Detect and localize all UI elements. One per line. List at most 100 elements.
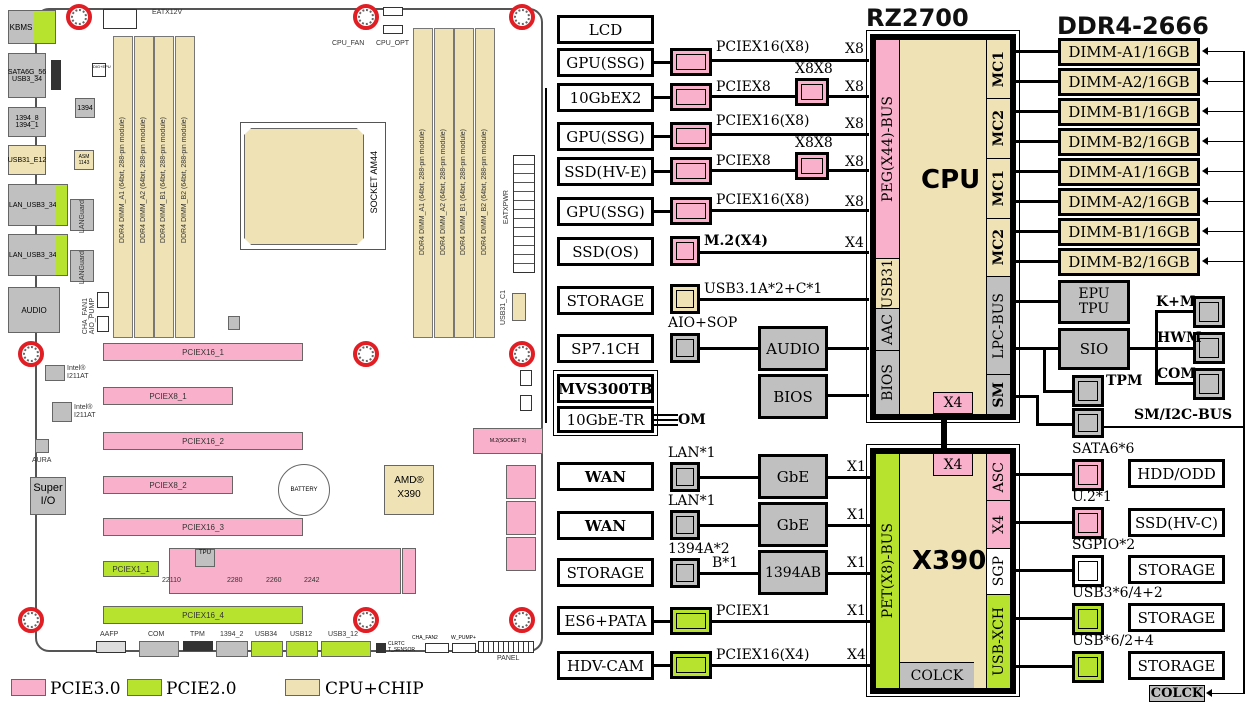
chipset-asc: ASC xyxy=(986,454,1010,500)
lan-guard-chip: LANGuard xyxy=(70,250,94,284)
w-pump-label: W_PUMP+ xyxy=(451,635,476,641)
link-line xyxy=(1016,521,1073,524)
chipset-pet-bus: PET(X8)-BUS xyxy=(876,454,900,688)
link-line xyxy=(700,298,869,301)
device-storage: STORAGE xyxy=(1128,603,1225,632)
port-label: PCIEX16(X4) xyxy=(716,647,810,663)
chipset-clock: COLCK xyxy=(900,662,974,688)
link-line xyxy=(654,620,670,623)
lane-label: X4 xyxy=(847,647,866,663)
link-line xyxy=(712,133,869,136)
cpu-opt-label: CPU_OPT xyxy=(376,40,410,47)
cpu-mc1: MC1 xyxy=(986,40,1010,98)
mount-hole-icon xyxy=(353,341,379,367)
tb-group xyxy=(553,370,658,436)
usb3-port-icon xyxy=(1072,603,1104,635)
sata-port xyxy=(506,465,536,499)
gbe-controller: GbE xyxy=(758,502,828,547)
legend-label-cpu-chip: CPU+CHIP xyxy=(325,679,424,699)
usb31-port: USB31_E12 xyxy=(8,145,46,175)
lane-label: X8 xyxy=(845,154,864,170)
link-line xyxy=(712,209,869,212)
usb12-header xyxy=(286,641,318,657)
arrow-icon xyxy=(1202,47,1208,55)
clock-line xyxy=(1243,51,1245,694)
audio-codec: AUDIO xyxy=(758,326,828,371)
link-line xyxy=(828,524,870,527)
dimm-box: DIMM-B2/16GB xyxy=(1058,128,1200,156)
bios-chip: BIOS xyxy=(758,374,828,419)
battery: BATTERY xyxy=(278,464,330,516)
cha-fan1-label: CHA_FAN1 xyxy=(82,298,89,335)
device-sp71ch: SP7.1CH xyxy=(557,334,654,363)
chipset-label: X390 xyxy=(912,546,987,576)
device-storage: STORAGE xyxy=(557,558,654,587)
dimm-box: DIMM-B1/16GB xyxy=(1058,218,1200,246)
clock-branch xyxy=(1208,261,1243,262)
usb3-12-label: USB3_12 xyxy=(328,631,358,638)
link-line xyxy=(654,135,670,138)
m2-slot-icon xyxy=(670,236,700,266)
pcie-switch-icon xyxy=(795,78,829,106)
dimm-slot-left: DDR4 DIMM_A2 (64bit, 288-pin module) xyxy=(134,36,154,338)
port-label: 1394A*2 xyxy=(668,541,730,557)
asm-chip: ASM 1143 xyxy=(74,150,94,170)
cha-fan-header xyxy=(520,395,532,411)
sio-line xyxy=(1155,310,1158,384)
arrow-icon xyxy=(1202,197,1208,205)
chipset-x4-link: X4 xyxy=(933,454,973,476)
arrow-icon xyxy=(1202,167,1208,175)
usb31-port-icon xyxy=(670,284,700,314)
ddr-title: DDR4-2666 xyxy=(1057,12,1209,40)
dimm-box: DIMM-B1/16GB xyxy=(1058,98,1200,126)
sm-line xyxy=(1036,395,1039,425)
mem-line xyxy=(1016,50,1058,53)
lan-usb-port-1: LAN_USB3_34 xyxy=(8,184,68,226)
cha-fan2-header xyxy=(425,643,449,653)
link-line xyxy=(712,95,869,98)
lan-guard-chip: LANGuard xyxy=(70,199,94,233)
link-line xyxy=(700,572,758,575)
tpm-label: TPM xyxy=(1106,373,1143,389)
lane-label: X8 xyxy=(845,41,864,57)
port-label: LAN*1 xyxy=(668,445,716,461)
aura-chip xyxy=(35,439,49,453)
dimm-slot-right: DDR4 DIMM_A2 (64bit, 288-pin module) xyxy=(434,28,454,338)
om-label: OM xyxy=(678,412,706,428)
lpc-line xyxy=(1016,300,1058,303)
chipset-sgp: SGP xyxy=(986,548,1010,594)
pcie-switch-icon xyxy=(795,152,829,180)
clock-branch xyxy=(1208,81,1243,82)
link-label: PCIEX8 xyxy=(716,79,771,95)
pcie-slot: PCIEX1_1 xyxy=(103,561,159,577)
lane-label: X8 xyxy=(845,116,864,132)
link-line xyxy=(654,170,670,173)
link-line xyxy=(712,59,869,62)
legend-label-pcie3: PCIE3.0 xyxy=(50,679,121,699)
dimm-slot-right: DDR4 DIMM_B2 (64bit, 288-pin module) xyxy=(475,28,495,338)
lpc-line xyxy=(1043,390,1073,393)
lpc-line xyxy=(1016,347,1058,350)
dimm-slot-left: DDR4 DIMM_B2 (64bit, 288-pin module) xyxy=(175,36,195,338)
sm-line xyxy=(1016,395,1038,398)
clock-branch xyxy=(1208,51,1243,52)
clrtc-header xyxy=(376,643,386,653)
cpu-lpc-bus: LPC-BUS xyxy=(986,276,1010,374)
cpu-fan-header xyxy=(383,7,403,16)
dimm-box: DIMM-B2/16GB xyxy=(1058,248,1200,276)
link-line xyxy=(700,476,758,479)
arrow-icon xyxy=(1202,137,1208,145)
lan-port-icon xyxy=(670,510,700,540)
cpu-area xyxy=(244,128,364,245)
aio-pump-header xyxy=(97,316,109,332)
w-pump-header xyxy=(452,643,476,653)
cpu-block: PEG(X44)-BUS USB31 AAC BIOS CPU X4 MC1 M… xyxy=(870,34,1016,420)
clock-branch xyxy=(1208,111,1243,112)
gbe-controller: GbE xyxy=(758,454,828,499)
usb31-c1-header xyxy=(512,293,526,321)
clock-branch xyxy=(1208,231,1243,232)
mount-hole-icon xyxy=(353,4,379,30)
dimm-box: DIMM-A1/16GB xyxy=(1058,38,1200,66)
